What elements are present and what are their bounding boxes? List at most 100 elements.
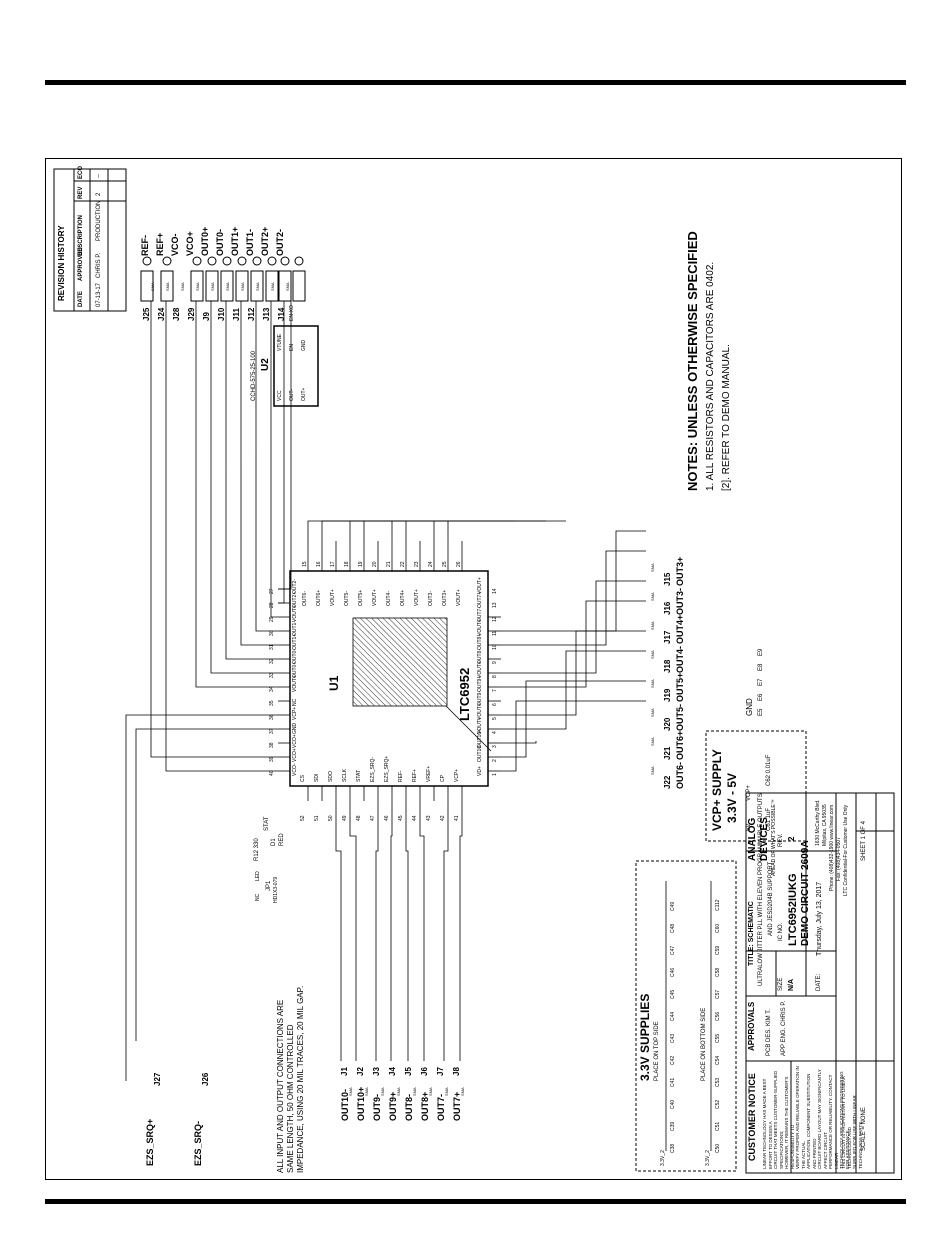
u1-pin-17-num: 17: [330, 561, 336, 567]
connector-j4-ref: J4: [388, 1067, 397, 1076]
u2-pin-vtune: VTUNE: [277, 334, 283, 351]
connector-j9-label: OUT0+: [200, 226, 210, 256]
u1-pin-41-num: 41: [454, 815, 460, 821]
output-connectors-graphics: [190, 256, 306, 302]
connector-j4-type: SMA: [396, 1087, 401, 1096]
connector-j6-label: OUT8+: [420, 1091, 430, 1121]
connector-j10-label: OUT0-: [215, 229, 225, 256]
u1-pin-42-name: CP: [440, 775, 446, 782]
u1-pin-50-name: SDO: [328, 771, 334, 782]
rotated-drawing: REVISION HISTORY ECO REV DESCRIPTION APP…: [46, 159, 903, 1181]
u1-pin-26-name: VOUT+: [456, 589, 462, 606]
connector-j18-label: OUT4-: [675, 646, 685, 673]
supplies-top-side: PLACE ON TOP SIDE: [654, 1021, 660, 1081]
connector-j1-ref: J1: [340, 1067, 349, 1076]
u1-pin-8-num: 8: [492, 675, 498, 678]
supply-cap-c47: C47: [670, 945, 676, 955]
connector-j5-type: SMA: [412, 1087, 417, 1096]
date-value: Thursday, July 13, 2017: [816, 881, 823, 956]
connector-j14-label: OUT2-: [275, 229, 285, 256]
rev-header-approved: APPROVED: [78, 247, 84, 281]
connector-j20-ref: J20: [663, 717, 672, 731]
u1-pin-2-num: 2: [492, 759, 498, 762]
connector-j8-ref: J8: [452, 1067, 461, 1076]
schematic-wiring: [53, 168, 895, 1174]
u1-pin-6-name: OUT9-: [477, 691, 483, 706]
connector-j22-ref: J22: [663, 775, 672, 789]
u2-ref: U2: [260, 358, 271, 371]
connector-j8-label: OUT7+: [452, 1091, 462, 1121]
supply-cap-c38: C38: [670, 1143, 676, 1153]
u1-pin-24-num: 24: [428, 561, 434, 567]
u1-pin-40-name: VCO-: [292, 763, 298, 777]
u1-pin-12-num: 12: [492, 616, 498, 622]
u1-pin-45-num: 45: [398, 815, 404, 821]
connector-j16-type: SMA: [650, 592, 655, 601]
bottom-rule: [45, 1199, 906, 1204]
u1-pin-31-name: OUT1+: [292, 633, 298, 650]
connector-j12-ref: J12: [247, 307, 256, 321]
u1-pin-41-name: VCP+: [454, 768, 460, 782]
connector-j19-label: OUT5+: [675, 672, 685, 702]
connector-j13-type: SMA: [270, 282, 275, 291]
supply-cap-c45: C45: [670, 989, 676, 999]
connector-j21-type: SMA: [650, 737, 655, 746]
app-eng-value: CHRIS P.: [781, 1000, 787, 1026]
u1-pin-3-num: 3: [492, 745, 498, 748]
connector-j1-type: SMA: [348, 1087, 353, 1096]
connector-j2-type: SMA: [364, 1087, 369, 1096]
connector-j16-ref: J16: [663, 601, 672, 615]
u1-pin-25-num: 25: [442, 561, 448, 567]
supply-cap-c60: C60: [715, 923, 721, 933]
gnd-label: GND: [745, 698, 754, 716]
led-resistor: R12 330: [254, 838, 260, 861]
connector-j24-ref: J24: [157, 307, 166, 321]
u1-pin-42-num: 42: [440, 815, 446, 821]
u1-pin-48-num: 48: [356, 815, 362, 821]
supply-cap-c59: C59: [715, 945, 721, 955]
supply-cap-c39: C39: [670, 1121, 676, 1131]
connector-j7-type: SMA: [444, 1087, 449, 1096]
u1-pin-15-name: OUT6-: [302, 591, 308, 606]
ref-connectors-graphics: [140, 256, 174, 302]
connector-j15-ref: J15: [663, 572, 672, 586]
size-value: N/A: [788, 978, 795, 991]
supply-cap-c51: C51: [715, 1121, 721, 1131]
u1-pin-51-name: SDI: [314, 773, 320, 782]
trace-note: ALL INPUT AND OUTPUT CONNECTIONS ARE SAM…: [276, 985, 305, 1173]
title-label: TITLE: SCHEMATIC: [748, 901, 755, 966]
supply-cap-c41: C41: [670, 1077, 676, 1087]
customer-notice-title: CUSTOMER NOTICE: [747, 1073, 757, 1161]
connector-j13-label: OUT2+: [260, 226, 270, 256]
u2-part: CCHD-575-25-100: [251, 350, 257, 401]
date-label: DATE:: [816, 973, 822, 991]
u1-pin-14-name: VOUT+: [477, 577, 483, 594]
ic-no-value: LTC6952IUKG: [787, 873, 799, 946]
u1-pin-43-num: 43: [426, 815, 432, 821]
gnd-ref-e7: E7: [758, 678, 764, 686]
u1-pin-45-name: REF-: [398, 770, 404, 782]
connector-j7-label: OUT7-: [436, 1094, 446, 1121]
u1-pin-26-num: 26: [456, 561, 462, 567]
connector-j25-type: SMA: [150, 282, 155, 291]
u1-pin-4-num: 4: [492, 731, 498, 734]
rev-label: REV.: [778, 833, 784, 847]
connector-j20-type: SMA: [650, 708, 655, 717]
rev-row-eco: --: [96, 174, 102, 178]
led-color: RED: [279, 833, 285, 846]
supply-cap-c50: C50: [715, 1143, 721, 1153]
supply-cap-c52: C52: [715, 1099, 721, 1109]
connector-j2-ref: J2: [356, 1067, 365, 1076]
connector-j9-type: SMA: [210, 282, 215, 291]
u1-pin-38-num: 38: [269, 742, 275, 748]
u2-en-net: EN-XO: [289, 305, 295, 321]
connector-j17-type: SMA: [650, 621, 655, 630]
company-tagline: AHEAD OF WHAT'S POSSIBLE™: [771, 799, 777, 876]
top-rule: [45, 80, 906, 85]
connector-j12-label: OUT1-: [245, 229, 255, 256]
u2-body: [273, 325, 319, 407]
u1-pin-27-num: 27: [269, 588, 275, 594]
u1-pin-48-name: STAT: [356, 769, 362, 782]
company-address-1: 1630 McCarthy Blvd.: [815, 799, 821, 846]
connector-j10-type: SMA: [225, 282, 230, 291]
